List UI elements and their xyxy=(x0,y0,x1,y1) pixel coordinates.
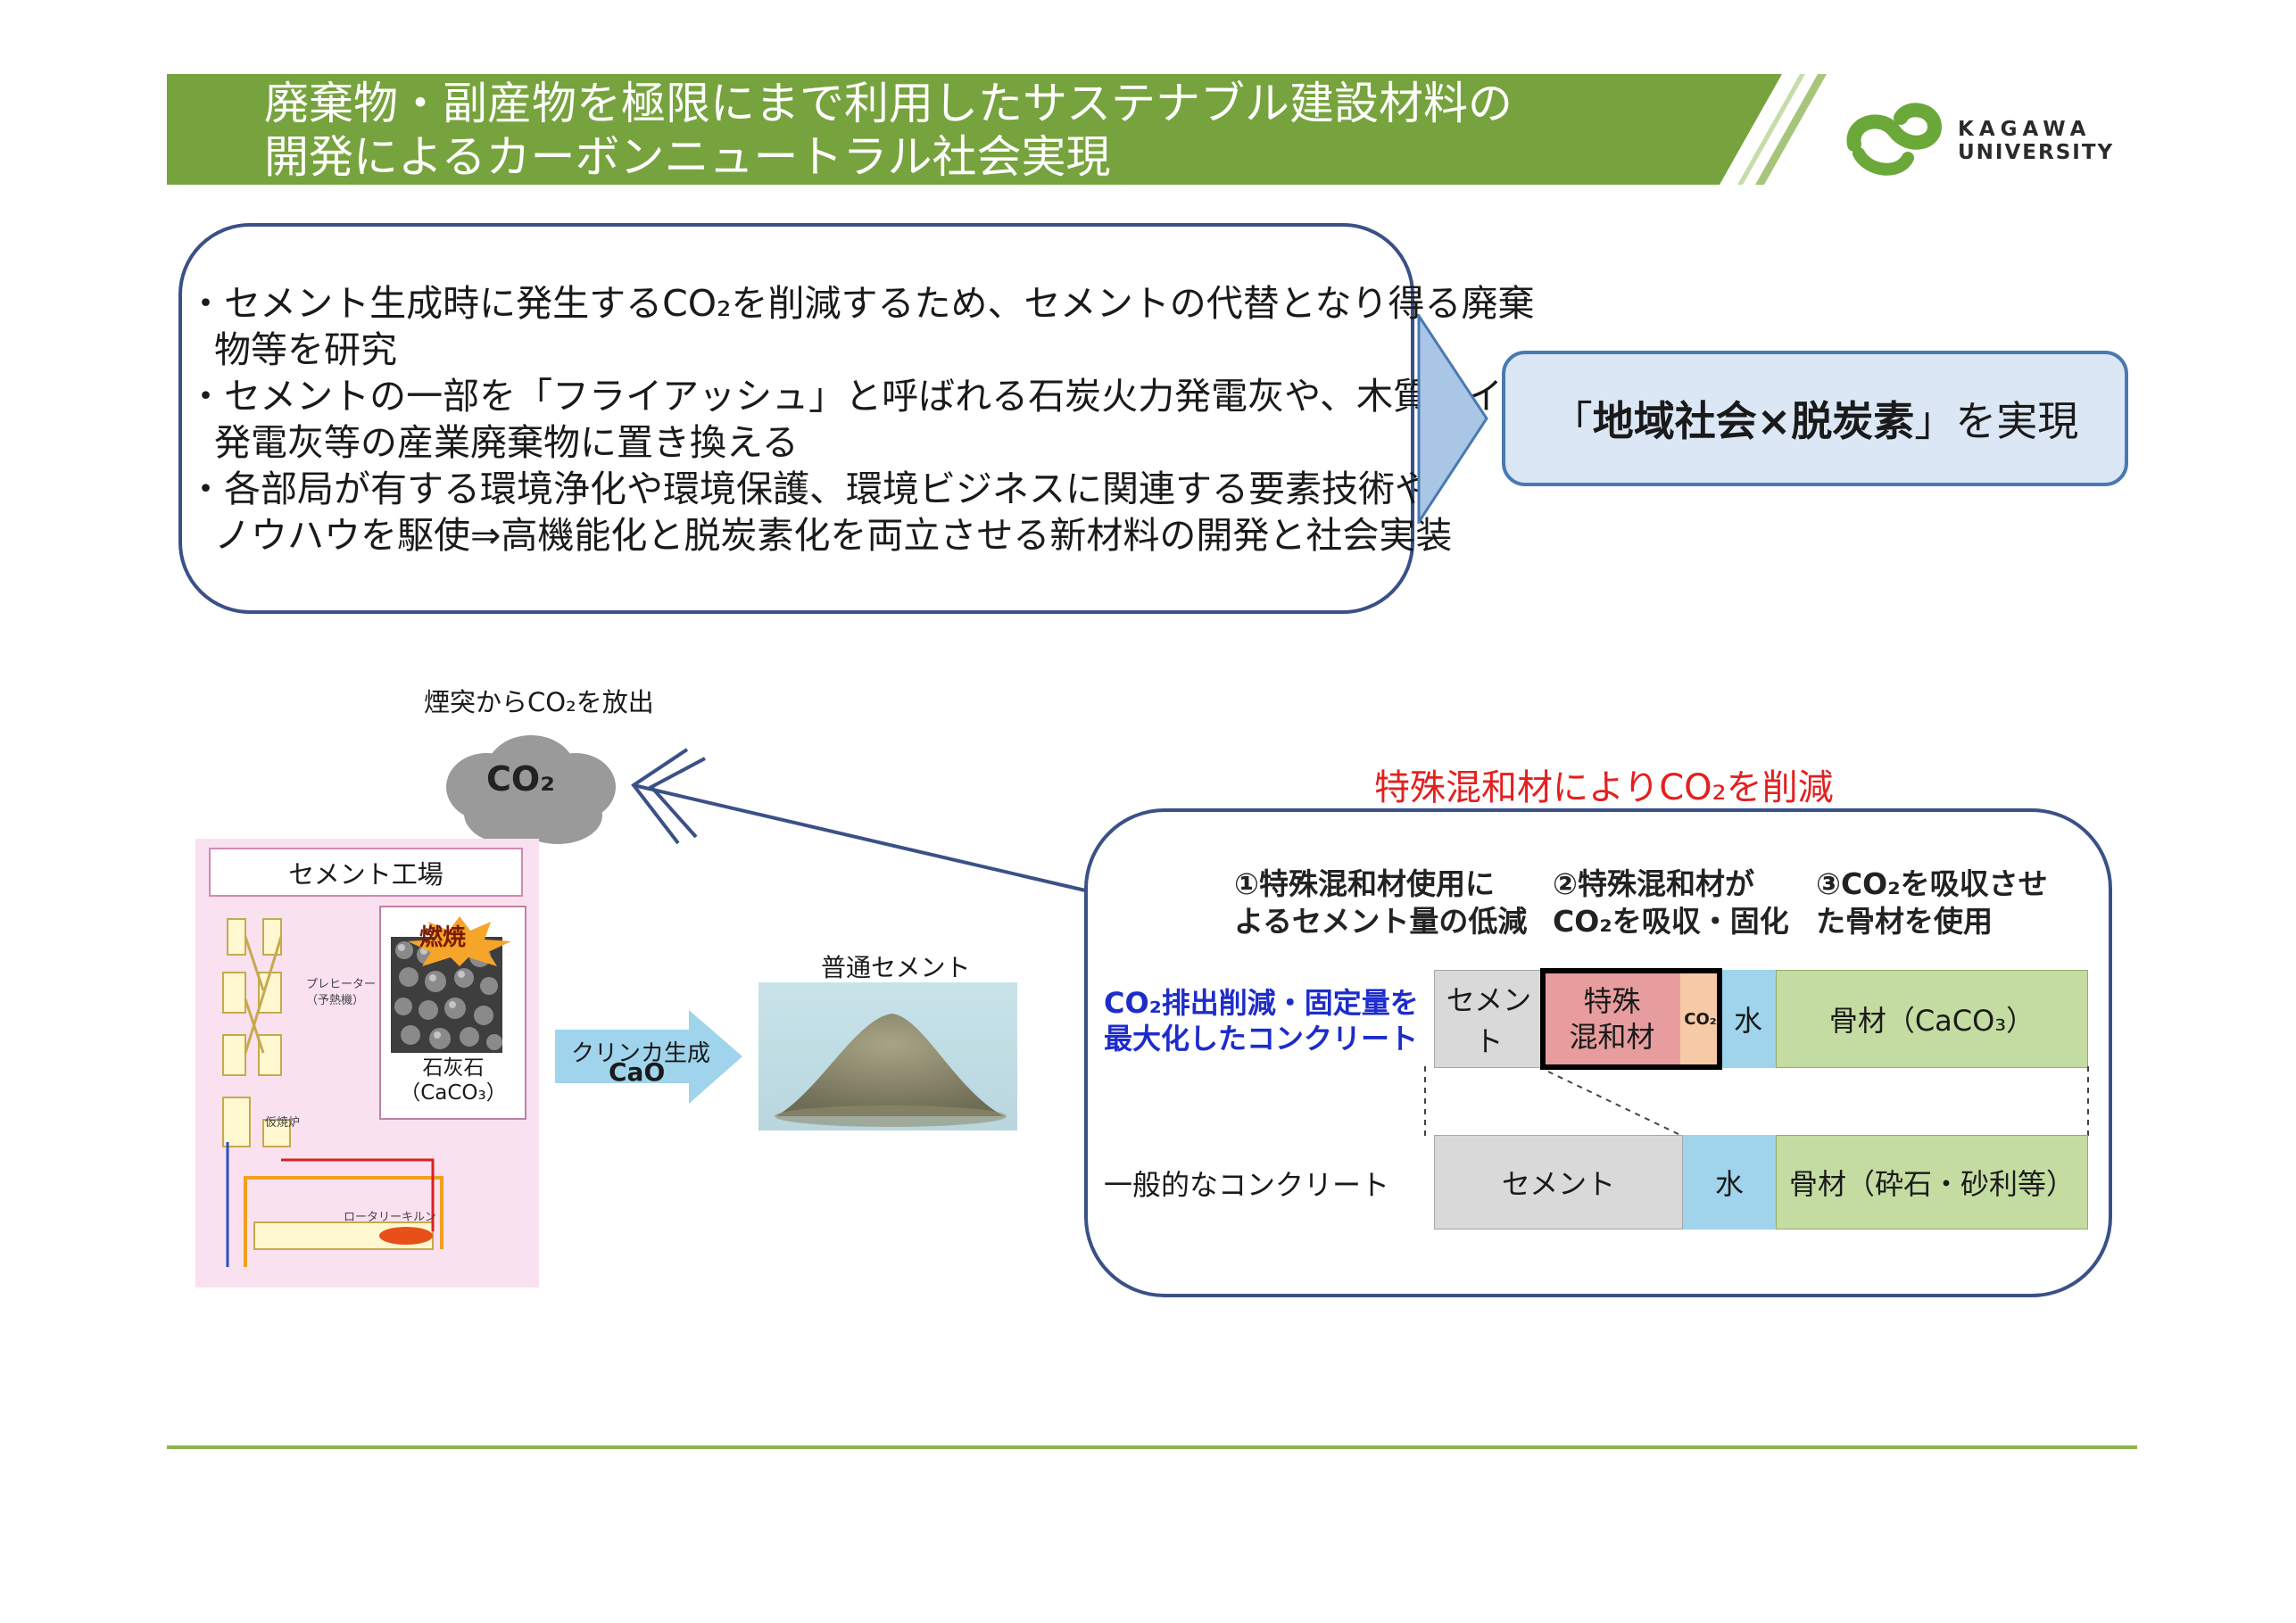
bullet-2-line1: ・セメントの一部を「フライアッシュ」と呼ばれる石炭火力発電灰や、木質バイオマス xyxy=(187,375,1612,418)
calciner-label: 仮焼炉 xyxy=(265,1116,301,1130)
co2-cloud-icon xyxy=(446,735,616,878)
clinker-label: クリンカ生成 xyxy=(571,1040,711,1067)
logo-text-line2: UNIVERSITY xyxy=(1958,141,2115,164)
logo-mark-icon xyxy=(1846,103,1943,176)
improved-concrete-label-line1: CO₂排出削減・固定量を xyxy=(1104,986,1419,1020)
header-band xyxy=(167,74,1827,185)
column-head-1-line1: ①特殊混和材使用に xyxy=(1234,866,1495,901)
row1-special-line1: 特殊 xyxy=(1583,984,1641,1018)
clinker-arrow-icon xyxy=(555,1010,742,1104)
university-logo: KAGAWA UNIVERSITY xyxy=(1845,100,2112,180)
column-head-2-line1: ②特殊混和材が xyxy=(1553,866,1754,901)
logo-text-line1: KAGAWA xyxy=(1958,118,2092,141)
limestone-label: 石灰石 （CaCO₃） xyxy=(382,1056,525,1105)
column-head-1-line2: よるセメント量の低減 xyxy=(1234,904,1528,939)
row2-cement-segment: セメント xyxy=(1434,1135,1683,1230)
row2-aggregate-segment: 骨材（砕石・砂利等） xyxy=(1776,1135,2088,1230)
limestone-name: 石灰石 xyxy=(422,1056,485,1080)
bullet-3-line2: ノウハウを駆使⇒高機能化と脱炭素化を両立させる新材料の開発と社会実装 xyxy=(214,514,1453,557)
column-head-3: ③CO₂を吸収させ た骨材を使用 xyxy=(1816,865,2048,940)
cement-powder-photo xyxy=(758,982,1017,1130)
row1-co2-segment: CO₂ xyxy=(1680,970,1720,1068)
row1-special-line2: 混和材 xyxy=(1569,1020,1655,1054)
preheater-sublabel: （予熱機） xyxy=(306,994,365,1007)
special-admixture-highlight xyxy=(1540,968,1722,1070)
row1-aggregate-segment: 骨材（CaCO₃） xyxy=(1776,970,2088,1068)
column-head-3-line1: ③CO₂を吸収させ xyxy=(1816,866,2048,901)
burn-label: 燃焼 xyxy=(419,924,467,951)
bullet-2-line2: 発電灰等の産業廃棄物に置き換える xyxy=(214,421,799,464)
clinker-formula: CaO xyxy=(609,1057,666,1087)
emission-arrow-icon xyxy=(631,748,1094,894)
row1-water-segment: 水 xyxy=(1720,970,1776,1068)
bullet-1-line1: ・セメント生成時に発生するCO₂を削減するため、セメントの代替となり得る廃棄 xyxy=(187,282,1535,325)
burn-icon xyxy=(408,916,511,966)
goal-close-text: 」を実現 xyxy=(1914,397,2079,445)
header-title-line1: 廃棄物・副産物を極限にまで利用したサステナブル建設材料の xyxy=(264,78,1513,129)
column-head-2-line2: CO₂を吸収・固化 xyxy=(1553,904,1789,939)
flow-arrow-icon xyxy=(1417,314,1488,524)
header-title-line2: 開発によるカーボンニュートラル社会実現 xyxy=(264,131,1111,183)
row1-special-admixture-segment: 特殊 混和材 xyxy=(1544,970,1680,1068)
column-head-1: ①特殊混和材使用に よるセメント量の低減 xyxy=(1234,865,1527,940)
goal-box: 「地域社会×脱炭素」を実現 xyxy=(1502,351,2128,486)
bullet-1-line2: 物等を研究 xyxy=(214,328,397,371)
conventional-concrete-label: 一般的なコンクリート xyxy=(1104,1168,1390,1202)
description-box xyxy=(178,223,1414,614)
footer-divider xyxy=(167,1445,2137,1449)
cement-caption: 普通セメント xyxy=(821,953,971,982)
row-connector-lines xyxy=(1424,1066,2089,1137)
reduction-title: 特殊混和材によりCO₂を削減 xyxy=(1374,767,1834,808)
co2-cloud-text: CO₂ xyxy=(486,759,555,799)
row2-water-segment: 水 xyxy=(1683,1135,1776,1230)
column-head-2: ②特殊混和材が CO₂を吸収・固化 xyxy=(1553,865,1789,940)
row1-cement-segment: セメント xyxy=(1434,970,1544,1068)
kiln-label: ロータリーキルン xyxy=(344,1211,436,1224)
goal-open-bracket: 「 xyxy=(1551,397,1593,445)
factory-title: セメント工場 xyxy=(209,848,523,897)
bullet-3-line1: ・各部局が有する環境浄化や環境保護、環境ビジネスに関連する要素技術や xyxy=(187,468,1431,510)
goal-bold-text: 地域社会×脱炭素 xyxy=(1592,397,1915,445)
plant-schematic-icon xyxy=(222,918,443,1267)
limestone-formula: （CaCO₃） xyxy=(400,1081,507,1105)
preheater-label: プレヒーター xyxy=(306,978,377,991)
improved-concrete-label: CO₂排出削減・固定量を 最大化したコンクリート xyxy=(1104,985,1419,1056)
column-head-3-line2: た骨材を使用 xyxy=(1816,904,1993,939)
improved-concrete-label-line2: 最大化したコンクリート xyxy=(1104,1022,1419,1056)
chimney-label: 煙突からCO₂を放出 xyxy=(424,687,654,717)
